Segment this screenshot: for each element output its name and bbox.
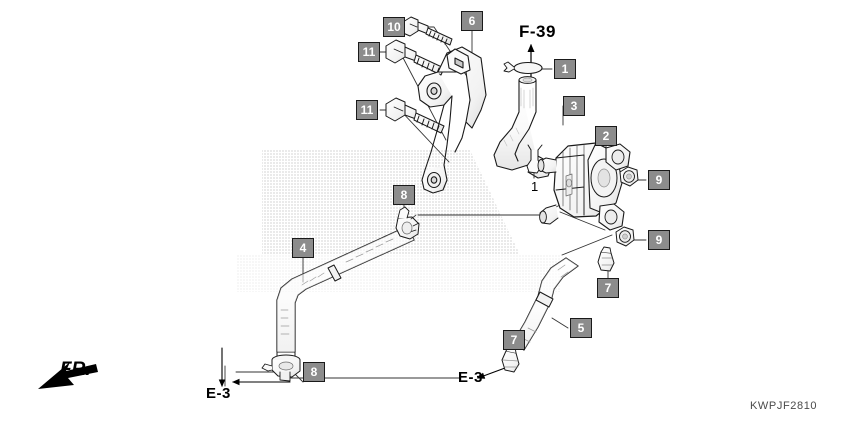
clip-lower [261, 354, 301, 382]
bracket [417, 46, 487, 194]
callout-clamp-right-lower[interactable]: 7 [503, 330, 525, 350]
nut-lower [615, 226, 635, 247]
reference-e3-left: E-3 [206, 385, 231, 402]
clip-upper [395, 206, 420, 240]
clamp-right-upper [597, 246, 615, 272]
front-direction-label: FR. [60, 359, 91, 380]
hose-left-end [276, 351, 296, 357]
callout-clamp-upper[interactable]: 1 [554, 59, 576, 79]
callout-bolt-upper[interactable]: 10 [383, 17, 405, 37]
bolt-upper [402, 16, 453, 46]
solenoid-valve [537, 142, 631, 231]
bolt-lower [385, 97, 445, 134]
callout-hose-upper[interactable]: 3 [563, 96, 585, 116]
callout-clamp-right-upper[interactable]: 7 [597, 278, 619, 298]
callout-hose-left[interactable]: 4 [292, 238, 314, 258]
hose-right [511, 257, 579, 351]
direction-arrows [218, 43, 535, 388]
reference-e3-right: E-3 [458, 369, 483, 386]
drawing-part-number: KWPJF2810 [750, 400, 818, 412]
callout-bolt-lower[interactable]: 11 [356, 100, 378, 120]
callout-bolt-mid[interactable]: 11 [358, 42, 380, 62]
callout-nut-lower[interactable]: 9 [648, 230, 670, 250]
nut-upper [619, 166, 639, 187]
callout-hose-right[interactable]: 5 [570, 318, 592, 338]
callout-clip-lower[interactable]: 8 [303, 362, 325, 382]
reference-f39: F-39 [519, 22, 556, 41]
callout-plain-1: 1 [531, 179, 539, 194]
bolt-mid [385, 39, 445, 76]
callout-solenoid-valve[interactable]: 2 [595, 126, 617, 146]
callout-nut-upper[interactable]: 9 [648, 170, 670, 190]
clamp-upper [503, 61, 543, 75]
callout-clip-upper[interactable]: 8 [393, 185, 415, 205]
callout-bracket[interactable]: 6 [461, 11, 483, 31]
fr-arrow [38, 362, 98, 389]
